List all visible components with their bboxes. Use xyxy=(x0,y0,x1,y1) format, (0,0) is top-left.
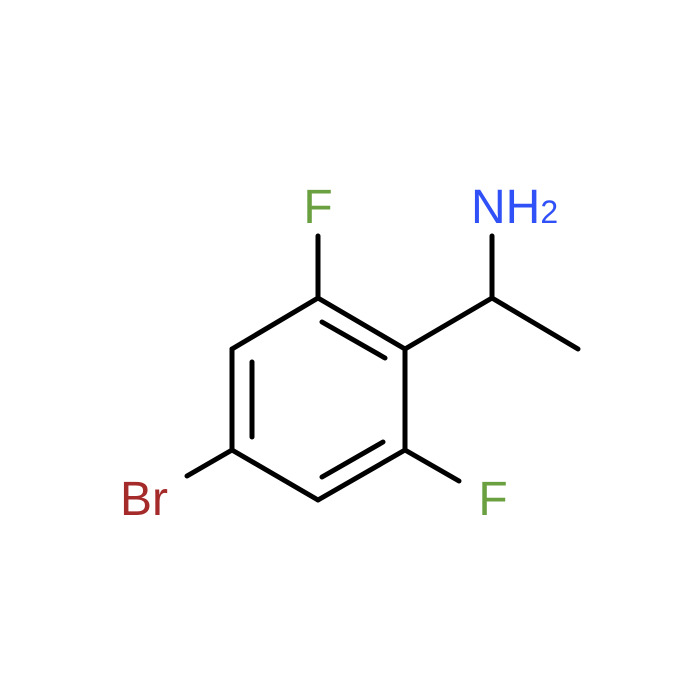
atom-f-bottom: F xyxy=(478,473,507,526)
atom-br: Br xyxy=(120,473,168,526)
atom-nh2-symbol: NH xyxy=(471,181,540,234)
atom-nh2: NH2 xyxy=(471,181,558,234)
atom-nh2-subscript: 2 xyxy=(540,194,558,230)
ring-double-bond-inner-1 xyxy=(319,319,388,361)
bond-c5-br xyxy=(184,447,235,479)
ring-bond-c4-c5 xyxy=(229,447,321,503)
bond-ch-methyl xyxy=(489,295,581,352)
benzene-ring xyxy=(229,295,408,503)
bond-c2-ch xyxy=(402,295,495,352)
ring-double-bond-inner-2 xyxy=(319,439,386,480)
ring-bond-c3-c4 xyxy=(315,447,408,503)
ring-bond-c6-c1 xyxy=(229,295,321,352)
ring-bond-c1-c2 xyxy=(315,295,408,352)
bond-c3-f-bottom xyxy=(402,447,462,484)
atom-f-top: F xyxy=(303,181,332,234)
